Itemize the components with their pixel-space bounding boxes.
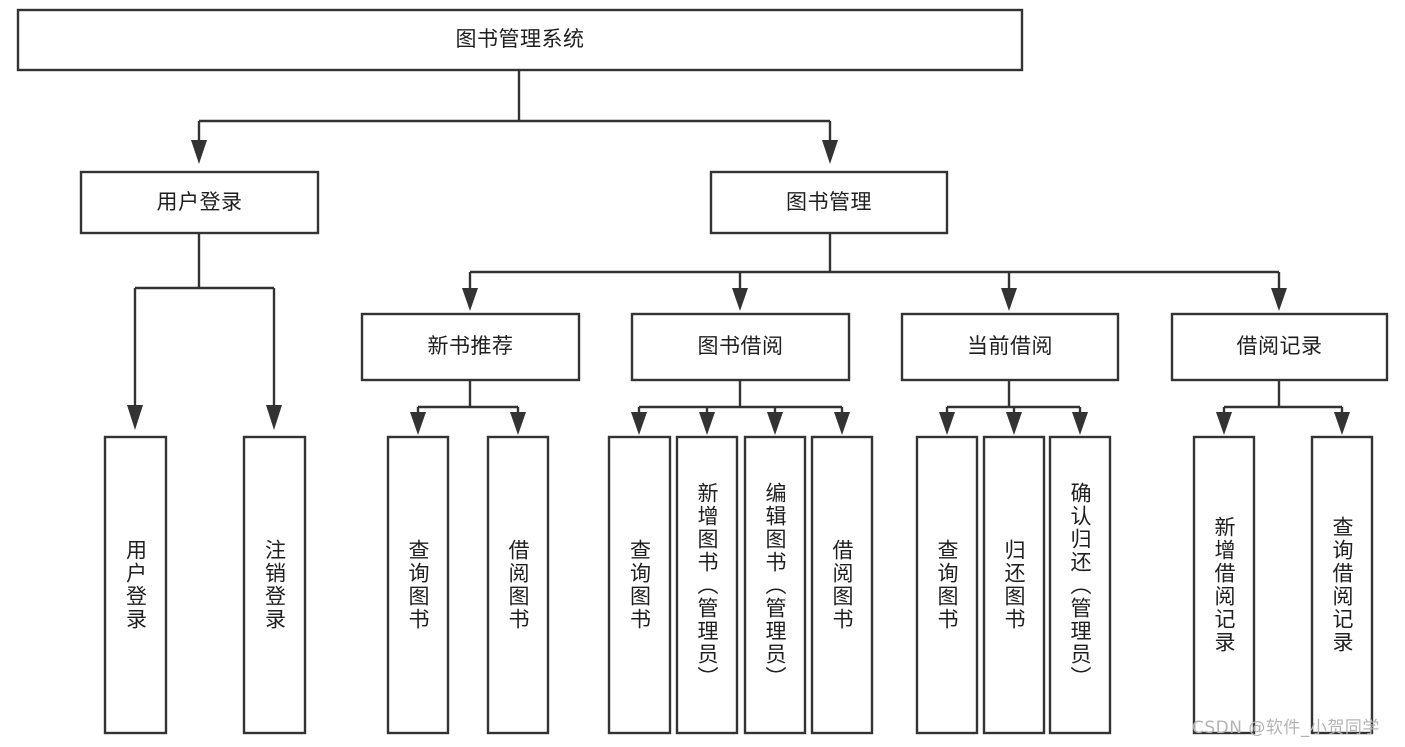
arrow-head-new-book xyxy=(462,288,478,311)
arrow-head-leaf-borrow-record-1 xyxy=(1334,412,1350,435)
node-box-leaf-book-borrow-0[interactable] xyxy=(607,435,672,735)
node-box-leaf-new-book-1[interactable] xyxy=(486,435,550,735)
node-box-user-login[interactable] xyxy=(79,170,320,235)
connector-book-manage-to-level3 xyxy=(462,233,1287,311)
arrow-head-book-borrow xyxy=(732,288,748,311)
node-box-leaf-borrow-record-1[interactable] xyxy=(1310,435,1374,735)
connector-current-borrow-to-leaves xyxy=(939,380,1088,435)
node-box-book-manage[interactable] xyxy=(709,170,949,235)
arrow-head-leaf-book-borrow-2 xyxy=(767,412,783,435)
arrow-head-user-login xyxy=(191,140,207,164)
node-box-leaf-user-login-1[interactable] xyxy=(242,435,307,735)
connector-book-borrow-to-leaves xyxy=(631,380,850,435)
node-box-root[interactable] xyxy=(16,8,1024,72)
connector-new-book-to-leaves xyxy=(410,380,526,435)
arrow-head-leaf-book-borrow-0 xyxy=(631,412,647,435)
node-box-new-book-recommend[interactable] xyxy=(360,312,581,382)
arrow-head-leaf-new-book-0 xyxy=(410,412,426,435)
node-box-borrow-record[interactable] xyxy=(1170,312,1389,382)
arrow-head-borrow-record xyxy=(1271,288,1287,311)
node-box-leaf-user-login-0[interactable] xyxy=(103,435,168,735)
arrow-head-leaf-user-login-0 xyxy=(127,405,143,430)
node-box-leaf-borrow-record-0[interactable] xyxy=(1192,435,1256,735)
arrow-head-leaf-current-borrow-1 xyxy=(1006,412,1022,435)
node-box-leaf-book-borrow-3[interactable] xyxy=(810,435,874,735)
arrow-head-leaf-borrow-record-0 xyxy=(1216,412,1232,435)
node-box-leaf-current-borrow-0[interactable] xyxy=(915,435,979,735)
node-box-book-borrow[interactable] xyxy=(630,312,851,382)
arrow-head-leaf-book-borrow-1 xyxy=(699,412,715,435)
node-box-leaf-new-book-0[interactable] xyxy=(386,435,450,735)
arrow-head-leaf-current-borrow-2 xyxy=(1072,412,1088,435)
arrow-head-leaf-new-book-1 xyxy=(510,412,526,435)
connector-borrow-record-to-leaves xyxy=(1216,380,1350,435)
connector-root-to-level2 xyxy=(191,70,838,164)
node-box-leaf-book-borrow-2[interactable] xyxy=(743,435,807,735)
arrow-head-book-manage xyxy=(822,140,838,164)
arrow-head-leaf-book-borrow-3 xyxy=(834,412,850,435)
node-box-leaf-current-borrow-2[interactable] xyxy=(1048,435,1112,735)
arrow-head-current-borrow xyxy=(1001,288,1017,311)
node-box-current-borrow[interactable] xyxy=(900,312,1120,382)
node-box-leaf-book-borrow-1[interactable] xyxy=(675,435,739,735)
connector-user-login-to-leaves xyxy=(127,233,282,430)
node-box-leaf-current-borrow-1[interactable] xyxy=(982,435,1046,735)
arrow-head-leaf-user-login-1 xyxy=(266,405,282,430)
arrow-head-leaf-current-borrow-0 xyxy=(939,412,955,435)
